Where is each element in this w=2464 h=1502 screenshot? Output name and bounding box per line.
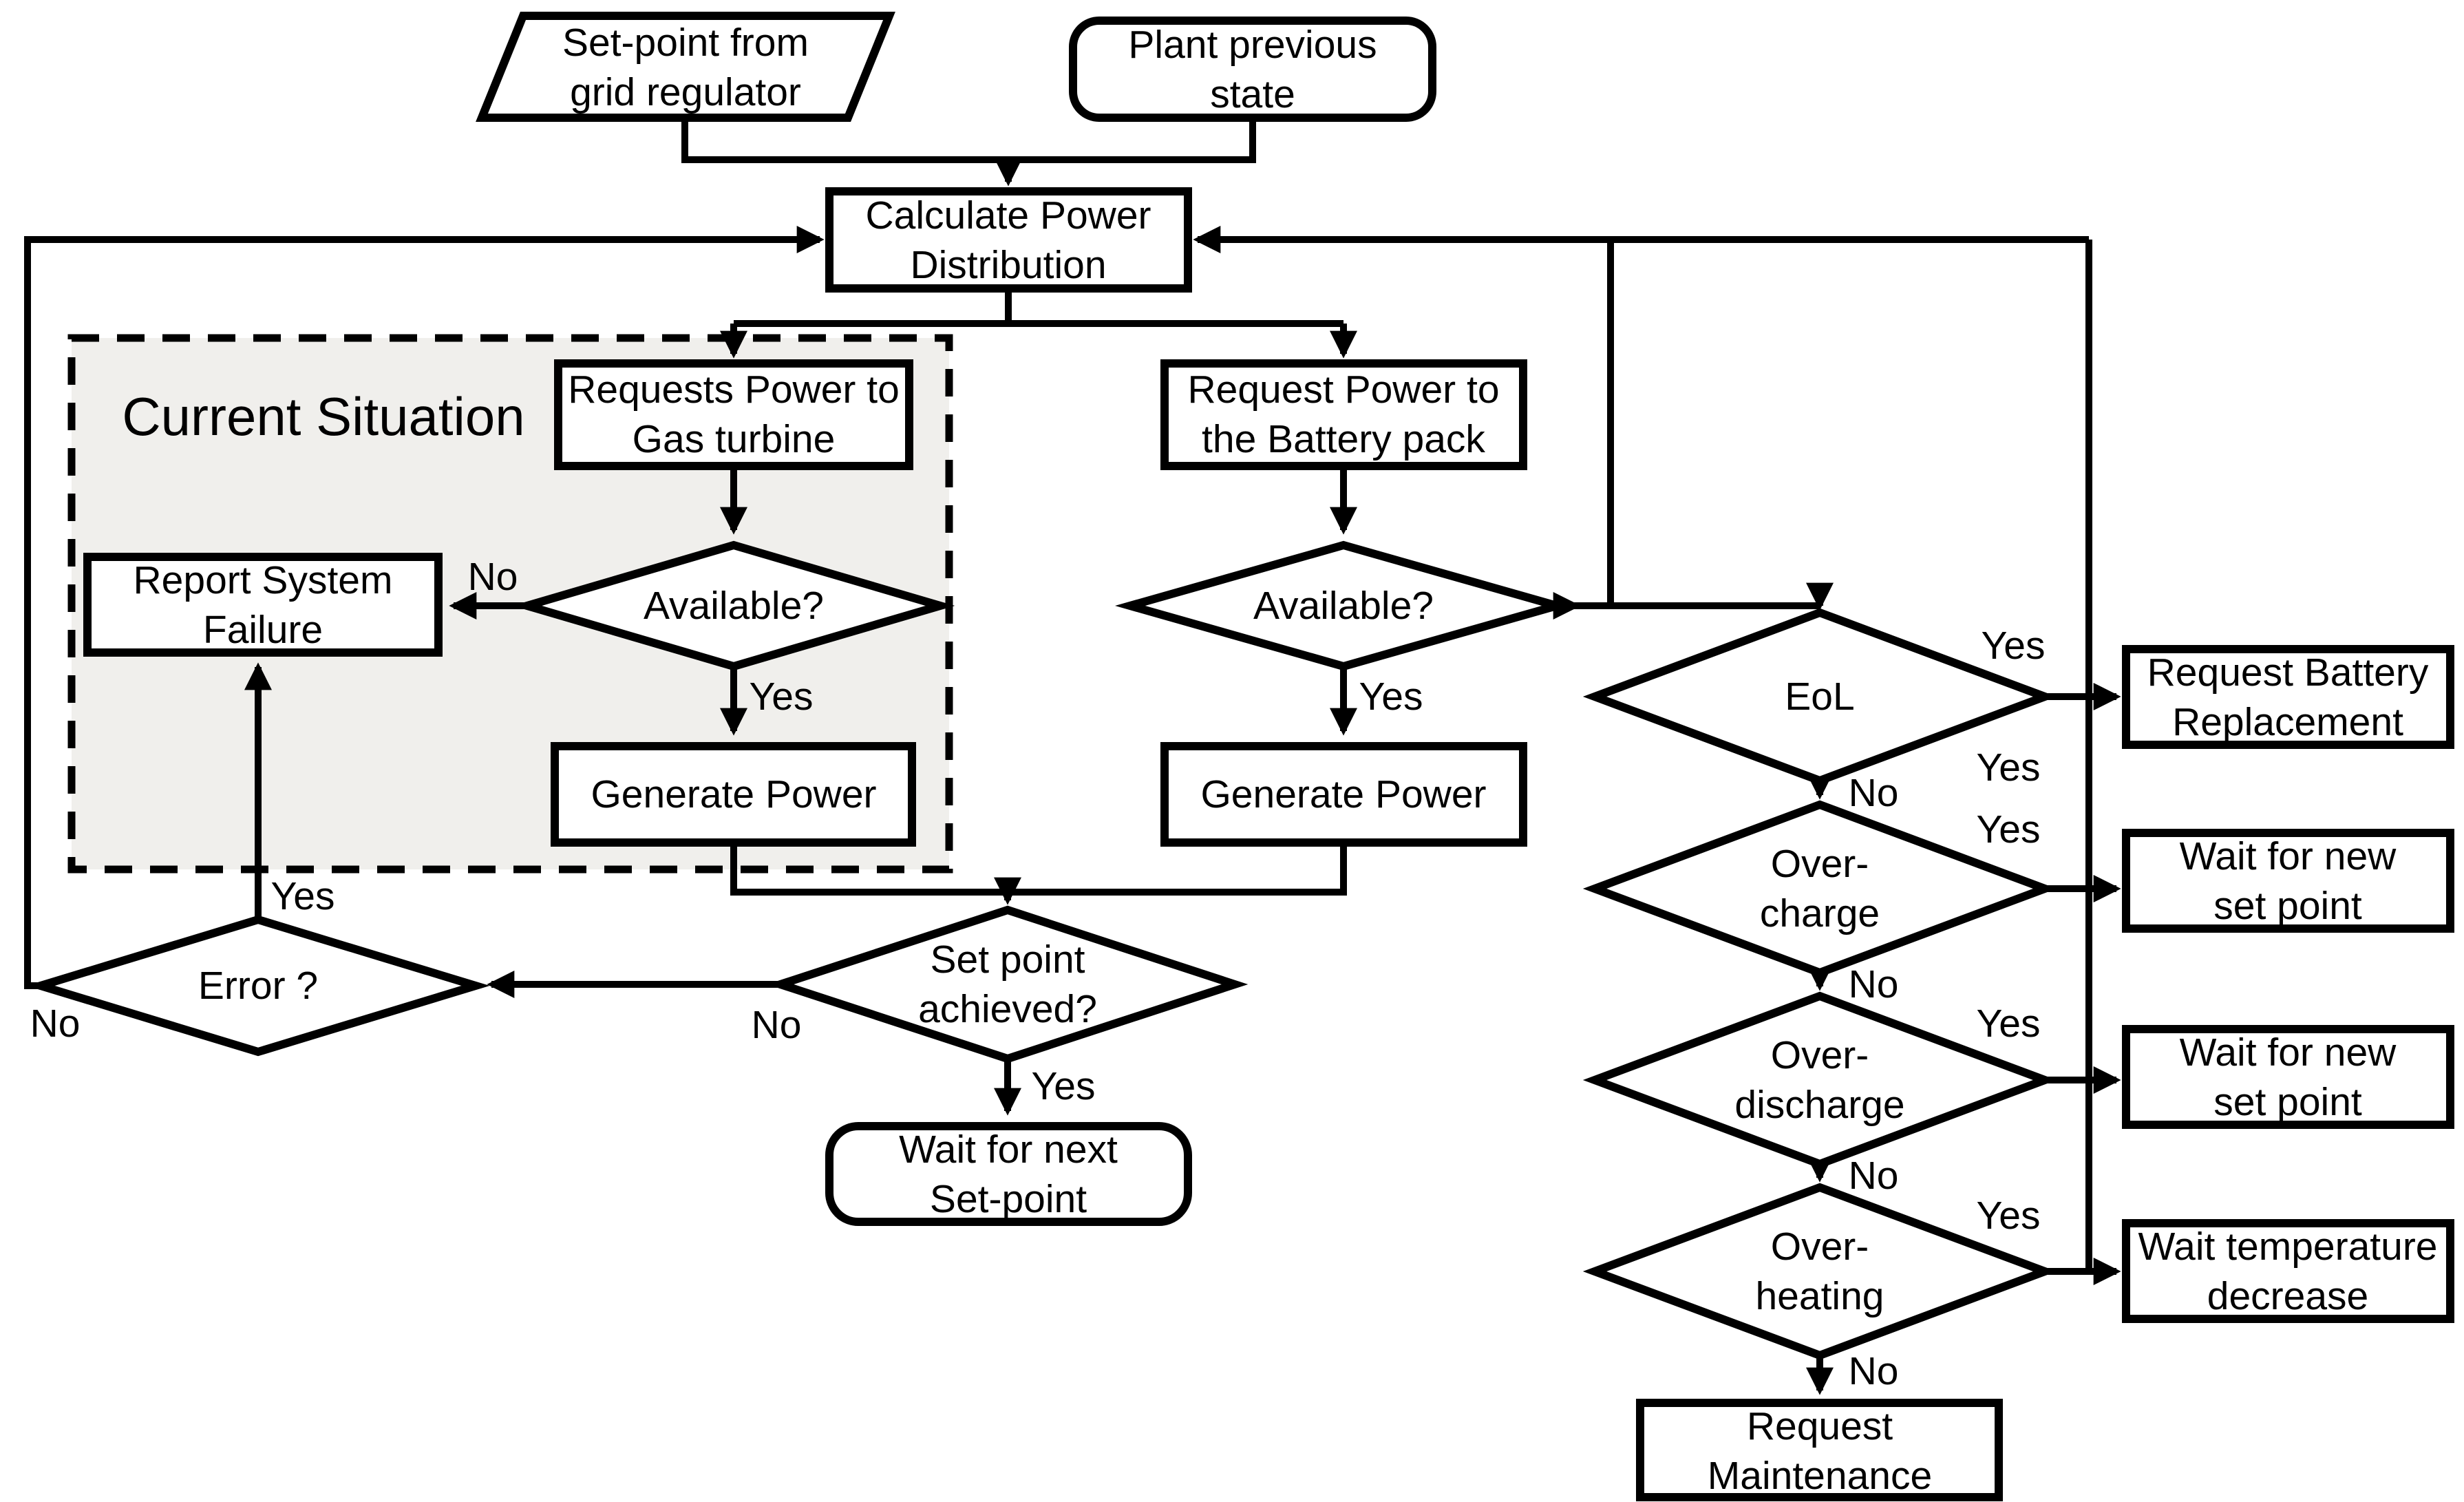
label-overheating-yes: Yes — [1977, 1194, 2041, 1238]
label-eol-no: No — [1849, 771, 1899, 815]
node-setpoint-achieved-line2: achieved? — [918, 987, 1097, 1031]
label-available-gas-no: No — [468, 555, 518, 599]
node-available-battery — [1115, 540, 1572, 671]
node-calc-power-line2: Distribution — [910, 243, 1106, 287]
node-overheating — [1582, 1183, 2057, 1360]
node-wait-new-setpoint-2 — [2122, 1025, 2454, 1129]
node-available-battery-label: Available? — [1253, 584, 1434, 628]
label-overdischarge-no: No — [1849, 1154, 1899, 1198]
node-request-maintenance-line1: Request — [1747, 1404, 1893, 1448]
node-request-maintenance-line2: Maintenance — [1708, 1454, 1932, 1498]
label-available-gas-yes: Yes — [750, 675, 814, 719]
node-request-battery-replacement-line2: Replacement — [2172, 700, 2403, 744]
node-request-gas — [554, 359, 913, 470]
label-overcharge-no: No — [1849, 962, 1899, 1006]
node-request-gas-line2: Gas turbine — [633, 417, 836, 461]
node-overcharge-line1: Over- — [1771, 842, 1869, 886]
node-calc-power — [825, 187, 1192, 293]
node-setpoint-input — [476, 12, 895, 122]
node-generate-battery — [1160, 742, 1527, 847]
label-error-no: No — [30, 1002, 81, 1046]
node-wait-new-setpoint-2-line2: set point — [2213, 1080, 2362, 1124]
label-overdischarge-yes: Yes — [1977, 1002, 2041, 1046]
label-overcharge-yes: Yes — [1977, 807, 2041, 852]
node-wait-temperature-line1: Wait temperature — [2138, 1225, 2437, 1269]
node-available-gas — [512, 540, 955, 671]
edge-calc-split — [734, 288, 1343, 327]
node-request-battery — [1160, 359, 1527, 470]
node-overheating-line2: heating — [1755, 1274, 1884, 1318]
label-overheating-no: No — [1849, 1349, 1899, 1393]
edge-inputs-merge — [681, 118, 1256, 163]
node-setpoint-input-line1: Set-point from — [562, 21, 809, 65]
current-situation-label: Current Situation — [122, 386, 524, 447]
node-overcharge-line2: charge — [1760, 891, 1880, 935]
label-feedback-yes: Yes — [1977, 745, 2041, 790]
node-report-failure-line2: Failure — [203, 608, 323, 652]
node-overdischarge — [1582, 991, 2057, 1169]
node-calc-power-line1: Calculate Power — [865, 193, 1151, 237]
node-request-battery-replacement-line1: Request Battery — [2147, 650, 2429, 695]
node-wait-next-setpoint-line1: Wait for next — [899, 1128, 1118, 1172]
node-wait-temperature-line2: decrease — [2207, 1274, 2369, 1318]
node-plant-state-line2: state — [1210, 72, 1295, 116]
node-generate-gas-label: Generate Power — [591, 772, 876, 816]
node-request-battery-line1: Request Power to — [1187, 368, 1499, 412]
node-report-failure — [83, 553, 443, 657]
label-error-yes: Yes — [271, 874, 335, 918]
node-plant-state-line1: Plant previous — [1128, 23, 1377, 67]
label-eol-yes: Yes — [1982, 624, 2046, 668]
node-overdischarge-line2: discharge — [1734, 1083, 1904, 1127]
node-eol — [1582, 608, 2057, 785]
node-request-gas-line1: Requests Power to — [568, 368, 900, 412]
label-available-battery-yes: Yes — [1359, 675, 1423, 719]
node-wait-new-setpoint-1-line1: Wait for new — [2180, 834, 2397, 878]
node-request-battery-replacement — [2122, 645, 2454, 749]
node-available-gas-label: Available? — [644, 584, 824, 628]
node-wait-next-setpoint-line2: Set-point — [930, 1177, 1087, 1221]
node-wait-new-setpoint-2-line1: Wait for new — [2180, 1030, 2397, 1075]
node-request-maintenance — [1636, 1399, 2003, 1501]
node-wait-new-setpoint-1-line2: set point — [2213, 884, 2362, 928]
node-plant-state — [1069, 17, 1436, 122]
node-overheating-line1: Over- — [1771, 1225, 1869, 1269]
node-generate-gas — [551, 742, 916, 847]
node-wait-temperature — [2122, 1219, 2454, 1323]
node-setpoint-achieved-line1: Set point — [931, 938, 1085, 982]
node-setpoint-achieved — [767, 905, 1249, 1064]
node-error-label: Error ? — [198, 964, 318, 1008]
label-setpoint-achieved-yes: Yes — [1032, 1064, 1096, 1108]
node-generate-battery-label: Generate Power — [1200, 772, 1486, 816]
node-overdischarge-line1: Over- — [1771, 1033, 1869, 1077]
node-setpoint-input-line2: grid regulator — [570, 70, 801, 114]
edge-generate-merge — [730, 843, 1347, 896]
node-wait-new-setpoint-1 — [2122, 829, 2454, 933]
node-wait-next-setpoint — [825, 1122, 1192, 1226]
node-eol-label: EoL — [1785, 675, 1854, 719]
label-setpoint-achieved-no: No — [752, 1003, 802, 1047]
node-overcharge — [1582, 800, 2057, 977]
node-error — [26, 915, 490, 1057]
node-request-battery-line2: the Battery pack — [1202, 417, 1485, 461]
node-report-failure-line1: Report System — [134, 558, 393, 602]
